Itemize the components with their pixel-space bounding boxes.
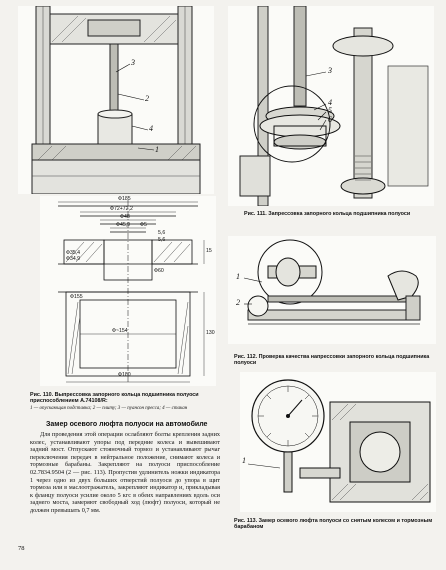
figure-111-drawing: 3 4 5 6 (228, 6, 434, 206)
callout-3: 3 (328, 66, 332, 75)
dim-185: Ф185 (118, 196, 131, 202)
callout-2: 2 (236, 298, 240, 307)
figure-110-caption: Рис. 110. Выпрессовка запорного кольца п… (30, 392, 220, 405)
dim-34-9: Ф34,9 (66, 256, 81, 262)
figure-112-drawing: 1 2 (228, 236, 436, 344)
dim-5: Ф5 (140, 222, 147, 228)
dim-180: Ф180 (118, 372, 131, 378)
figure-110-caption-text: Рис. 110. Выпрессовка запорного кольца п… (30, 392, 199, 405)
callout-2: 2 (145, 94, 149, 103)
callout-4: 4 (149, 124, 153, 133)
figure-110-press-drawing: 3 2 4 1 (18, 6, 214, 194)
ring-check-illustration (228, 236, 436, 344)
figure-112-caption: Рис. 112. Проверка качества напрессовки … (234, 354, 434, 367)
dim-130: 130 (206, 330, 215, 336)
callout-1: 1 (242, 456, 246, 465)
dim-155: Ф155 (70, 294, 83, 300)
dim-72: Ф72+72,2 (110, 206, 133, 212)
section-body-text: Для проведения этой операции ослабляют б… (30, 431, 220, 514)
stakan-section-drawing (40, 196, 216, 386)
dim-48: Ф48 (120, 214, 130, 220)
figure-111-caption: Рис. 111. Запрессовка запорного кольца п… (244, 211, 434, 217)
callout-1: 1 (236, 272, 240, 281)
dim-60: Ф60 (154, 268, 164, 274)
page-number: 78 (18, 545, 25, 552)
callout-1: 1 (155, 145, 159, 154)
dim-5-6b: 5,6 (158, 237, 166, 243)
figure-113-drawing: 1 (240, 372, 436, 512)
dim-45-9: Ф45,9 (116, 222, 131, 228)
figure-110-dimension-drawings: Ф185 Ф72+72,2 Ф48 Ф45,9 Ф5 5,6 5,6 Ф35,4… (40, 196, 216, 386)
axial-play-illustration (240, 372, 436, 512)
figure-113-caption: Рис. 113. Замер осевого люфта полуоси со… (234, 518, 434, 531)
figure-110-legend: 1 — опускающая подставка; 2 — плиту; 3 —… (30, 406, 188, 411)
dim-35-4: Ф35,4 (66, 250, 81, 256)
press-illustration (18, 6, 214, 194)
callout-5: 5 (328, 106, 332, 115)
figure-112-caption-text: Рис. 112. Проверка качества напрессовки … (234, 354, 430, 367)
figure-113-caption-text: Рис. 113. Замер осевого люфта полуоси со… (234, 518, 433, 531)
section-heading: Замер осевого люфта полуоси на автомобил… (46, 421, 208, 428)
dim-5-6a: 5,6 (158, 230, 166, 236)
dim-154: Ф~154 (112, 328, 128, 334)
dim-15: 15 (206, 248, 212, 254)
callout-6: 6 (328, 115, 332, 124)
figure-111-caption-text: Рис. 111. Запрессовка запорного кольца п… (244, 211, 411, 217)
callout-4: 4 (328, 98, 332, 107)
ring-pressing-illustration (228, 6, 434, 206)
callout-3: 3 (131, 58, 135, 67)
